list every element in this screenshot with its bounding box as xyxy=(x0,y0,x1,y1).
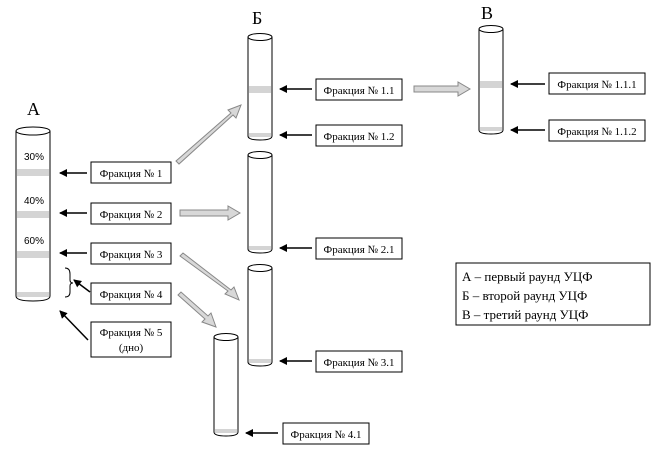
box-f4-1 xyxy=(282,422,370,445)
tube-a: 30% 40% 60% xyxy=(15,126,51,302)
box-f1-1-2 xyxy=(548,119,646,142)
round-label-b: Б xyxy=(252,8,262,28)
round-label-c: В xyxy=(481,3,493,23)
box-f2 xyxy=(90,202,172,225)
box-f1-2 xyxy=(315,124,403,147)
box-f5 xyxy=(90,321,172,358)
brace-f4 xyxy=(64,267,74,298)
label-f1-1: Фракция № 1.1 xyxy=(324,85,395,97)
band-a-3 xyxy=(17,251,49,258)
band-a-1 xyxy=(17,169,49,176)
label-f1-1-2: Фракция № 1.1.2 xyxy=(557,126,636,138)
band-b3-bottom xyxy=(249,359,271,363)
gradient-30: 30% xyxy=(24,152,44,163)
legend-item-a: А – первый раунд УЦФ xyxy=(462,269,593,284)
transfer-arrow-f2 xyxy=(179,205,241,221)
gradient-60: 60% xyxy=(24,236,44,247)
band-c-1 xyxy=(480,81,502,88)
band-a-bottom xyxy=(17,292,49,297)
band-b1-bottom xyxy=(249,133,271,137)
label-f2-1: Фракция № 2.1 xyxy=(324,244,395,256)
label-f1-1-1: Фракция № 1.1.1 xyxy=(557,79,636,91)
gradient-40: 40% xyxy=(24,196,44,207)
band-b2-bottom xyxy=(249,246,271,250)
label-f1-2: Фракция № 1.2 xyxy=(324,131,395,143)
legend-box xyxy=(455,262,651,326)
label-f4: Фракция № 4 xyxy=(100,289,163,301)
tube-c xyxy=(478,25,504,135)
box-f1-1 xyxy=(315,78,403,101)
legend-item-c: В – третий раунд УЦФ xyxy=(462,307,588,322)
label-f2: Фракция № 2 xyxy=(100,209,163,221)
arrow-f5 xyxy=(59,310,89,341)
label-f5: Фракция № 5 xyxy=(100,327,163,339)
transfer-arrow-f1-1 xyxy=(413,81,471,97)
tube-b-2 xyxy=(247,151,273,254)
box-f3 xyxy=(90,242,172,265)
tube-b-3 xyxy=(247,264,273,367)
transfer-arrow-f3 xyxy=(179,252,240,301)
box-f2-1 xyxy=(315,237,403,260)
tube-b-4 xyxy=(213,333,239,437)
label-f4-1: Фракция № 4.1 xyxy=(291,429,362,441)
box-f1-1-1 xyxy=(548,72,646,95)
box-f3-1 xyxy=(315,350,403,373)
arrow-f4 xyxy=(73,279,91,293)
round-label-a: А xyxy=(27,99,40,119)
transfer-arrow-f4 xyxy=(177,291,217,328)
band-a-2 xyxy=(17,211,49,218)
label-f3-1: Фракция № 3.1 xyxy=(324,357,395,369)
legend-item-b: Б – второй раунд УЦФ xyxy=(462,288,587,303)
box-f4 xyxy=(90,282,172,305)
band-c-bottom xyxy=(480,127,502,131)
label-f5-note: (дно) xyxy=(119,342,144,354)
band-b1-1 xyxy=(249,86,271,93)
band-b4-bottom xyxy=(215,429,237,433)
box-f1 xyxy=(90,161,172,184)
transfer-arrow-f1 xyxy=(175,104,242,165)
label-f3: Фракция № 3 xyxy=(100,249,163,261)
tube-b-1 xyxy=(247,33,273,141)
label-f1: Фракция № 1 xyxy=(100,168,163,180)
